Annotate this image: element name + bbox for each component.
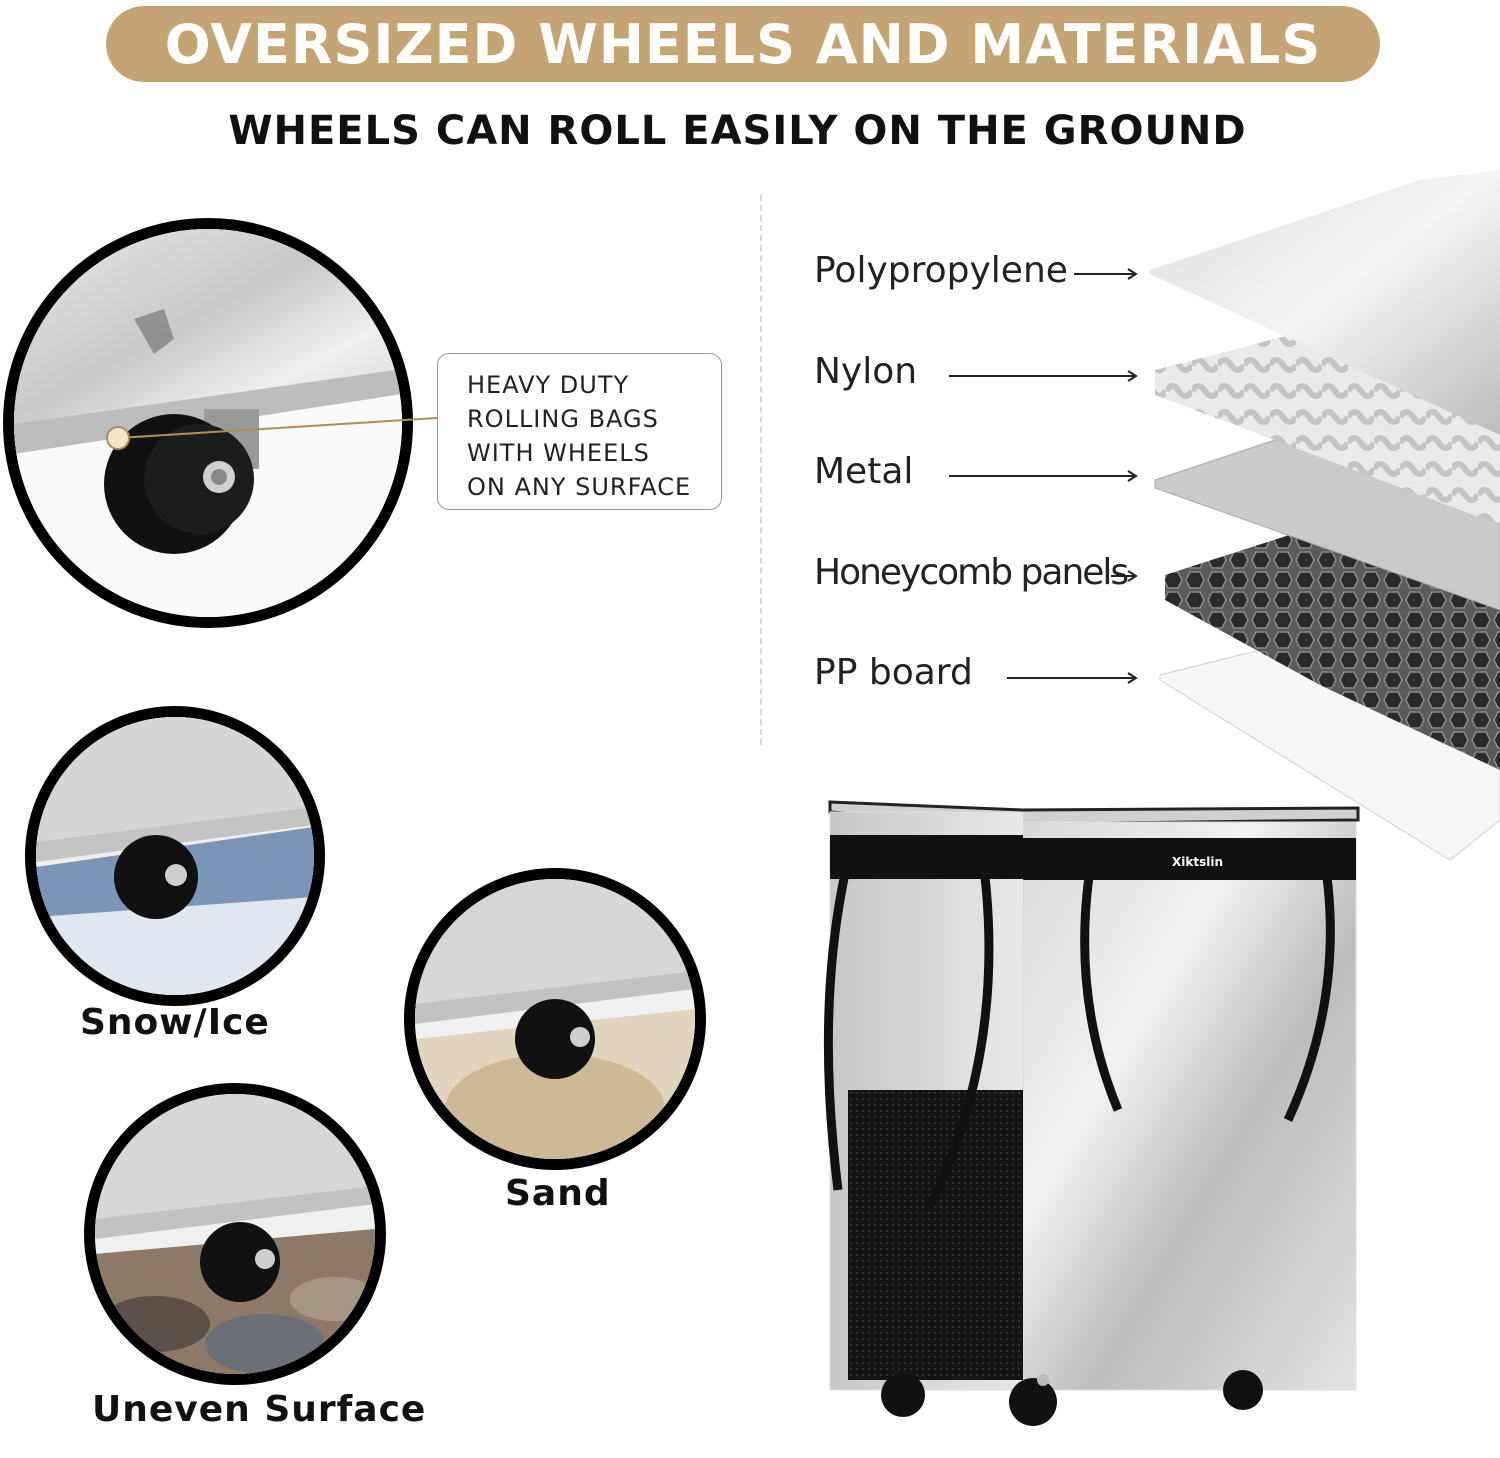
callout-line: ROLLING BAGS — [467, 405, 659, 433]
arrow-right-icon — [1007, 672, 1138, 684]
title-banner: OVERSIZED WHEELS AND MATERIALS — [106, 6, 1380, 82]
arrow-right-icon — [949, 370, 1138, 382]
feature-callout: HEAVY DUTY ROLLING BAGS WITH WHEELS ON A… — [437, 353, 722, 510]
layer-label-metal: Metal — [814, 451, 914, 492]
wheel-closeup-image — [3, 218, 413, 628]
snow-ice-image — [25, 706, 325, 1006]
layer-label-pp-board: PP board — [814, 652, 973, 693]
arrow-right-icon — [1074, 268, 1138, 280]
section-divider — [760, 195, 762, 745]
layer-label-honeycomb: Honeycomb panels — [814, 552, 1129, 593]
arrow-right-icon — [1111, 570, 1138, 582]
material-layers-illustration — [1150, 170, 1500, 860]
surface-label-uneven: Uneven Surface — [92, 1389, 427, 1430]
callout-line: ON ANY SURFACE — [467, 473, 692, 501]
surface-label-snow-ice: Snow/Ice — [80, 1002, 270, 1043]
layer-label-nylon: Nylon — [814, 351, 918, 392]
product-bag-image — [823, 800, 1360, 1426]
brand-label: Xiktslin — [1172, 855, 1223, 869]
sand-image — [404, 868, 706, 1170]
layer-label-polypropylene: Polypropylene — [814, 250, 1068, 291]
callout-line: HEAVY DUTY — [467, 371, 630, 399]
page-subtitle: WHEELS CAN ROLL EASILY ON THE GROUND — [228, 108, 1247, 154]
callout-line: WITH WHEELS — [467, 439, 650, 467]
page-title: OVERSIZED WHEELS AND MATERIALS — [164, 12, 1322, 76]
surface-label-sand: Sand — [505, 1173, 611, 1214]
arrow-right-icon — [949, 470, 1138, 482]
uneven-surface-image — [84, 1083, 386, 1385]
